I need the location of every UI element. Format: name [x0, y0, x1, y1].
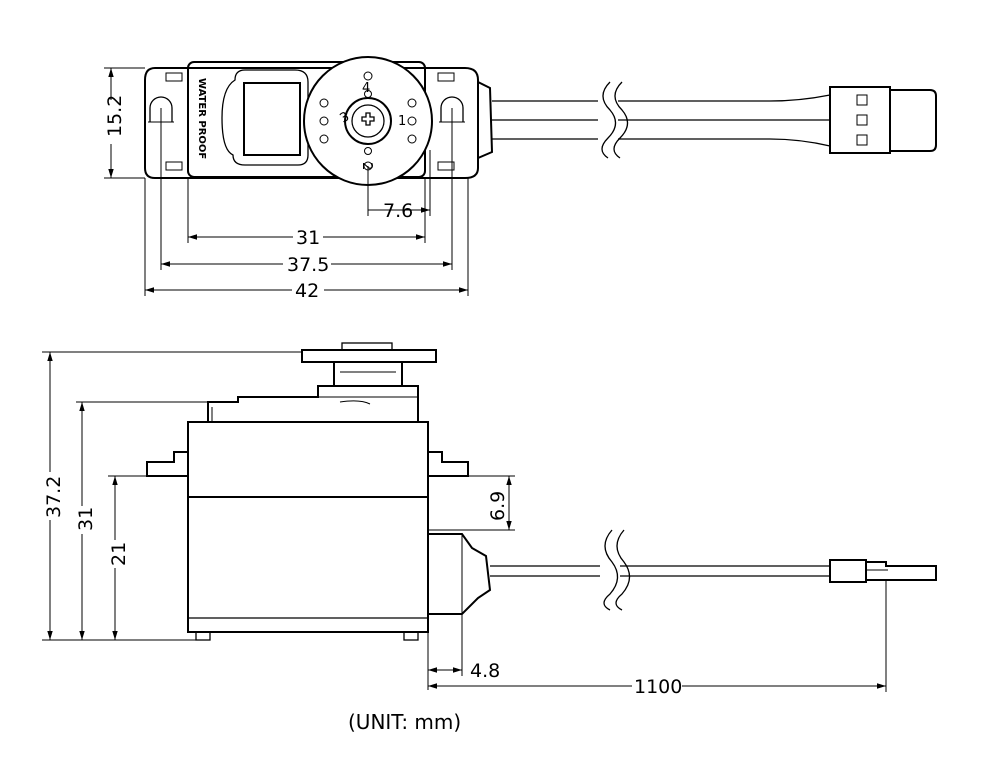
dimension-height-top [100, 67, 145, 179]
dimension-label-31-top: 31 [296, 227, 320, 249]
mounting-tab-left [146, 451, 188, 477]
horn-hole-number-4: 4 [362, 81, 370, 96]
phillips-icon [361, 112, 375, 126]
flange-slot [165, 72, 183, 82]
dimension-label-4-8: 4.8 [470, 660, 500, 682]
flange-slot [165, 161, 183, 171]
horn-screw [351, 104, 385, 138]
connector-side [829, 559, 937, 583]
horn-screw-head [341, 342, 393, 351]
dimension-case-height [72, 401, 208, 640]
dimension-label-37-5: 37.5 [287, 254, 329, 276]
dimension-label-37-2: 37.2 [43, 476, 65, 518]
top-view: WATER PROOF 4 3 2 1 [100, 56, 937, 302]
horn-disk-side [301, 349, 437, 363]
dimension-flange-height [105, 475, 147, 640]
unit-note: (UNIT: mm) [348, 710, 461, 734]
output-spline [333, 362, 403, 387]
mounting-hole-right [439, 96, 465, 136]
horn-hole-number-2: 2 [359, 162, 374, 170]
label-plate [221, 69, 309, 166]
horn-holes [319, 71, 417, 171]
dimension-label-42: 42 [295, 280, 319, 302]
flange-slot [437, 72, 455, 82]
gear-cover [207, 385, 419, 423]
water-proof-label: WATER PROOF [196, 78, 207, 159]
dimension-label-1100: 1100 [634, 676, 682, 698]
dimension-label-31-side: 31 [75, 507, 97, 531]
dimension-flange-to-top [428, 475, 515, 531]
dimension-cable-length [428, 580, 887, 695]
dimension-label-21: 21 [108, 542, 130, 566]
dimension-overall-width [144, 178, 469, 299]
dimension-body-width [187, 177, 426, 246]
dimension-hole-centers [160, 136, 453, 273]
mounting-flange [144, 67, 479, 179]
mounting-hole-left [148, 96, 174, 136]
cable-top [492, 81, 831, 159]
cable-side [490, 529, 830, 611]
label-window [243, 82, 301, 156]
mounting-tab-right [428, 451, 469, 477]
dimension-label-6-9: 6.9 [487, 491, 509, 521]
cable-grommet-side [428, 533, 492, 615]
case-foot [403, 631, 419, 641]
dimension-label-15-2: 15.2 [104, 95, 126, 137]
dimension-label-7-6: 7.6 [383, 200, 413, 222]
dimension-overall-height [40, 351, 302, 641]
side-view: 37.2 31 21 6.9 4.8 [40, 342, 937, 698]
servo-case-side [187, 421, 429, 633]
dimension-hole-spacing [367, 150, 431, 216]
horn-hole-number-1: 1 [398, 114, 406, 129]
dimension-grommet [427, 614, 463, 690]
connector-top [829, 86, 937, 154]
flange-slot [437, 161, 455, 171]
cable-grommet-top [477, 80, 494, 160]
case-foot [195, 631, 211, 641]
